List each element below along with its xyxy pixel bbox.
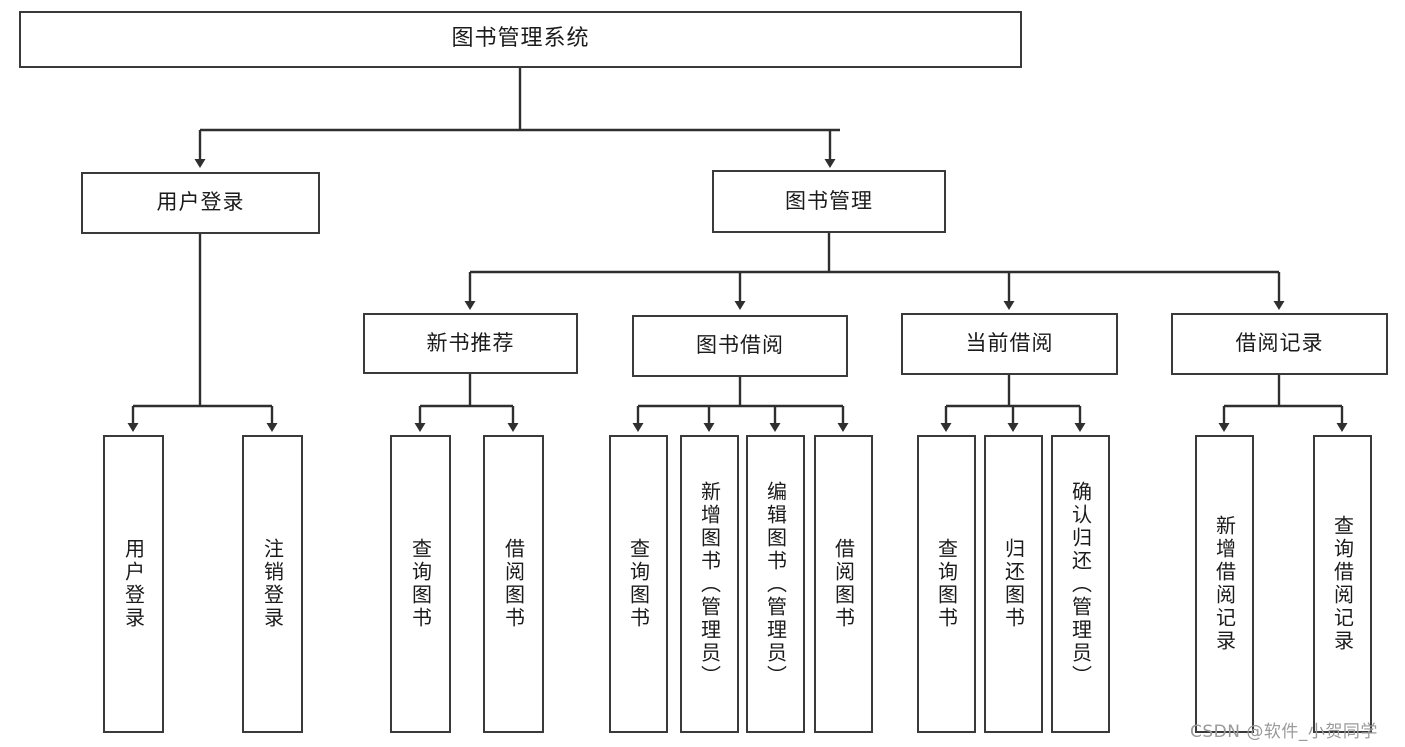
node-label: 编辑图书（管理员） bbox=[763, 480, 788, 688]
leaf-edit-book-admin[interactable]: 编辑图书（管理员） bbox=[746, 435, 805, 733]
node-label: 借阅记录 bbox=[1235, 331, 1324, 356]
leaf-logout[interactable]: 注销登录 bbox=[242, 435, 303, 733]
node-root-system[interactable]: 图书管理系统 bbox=[19, 11, 1022, 68]
csdn-watermark: CSDN @软件_小贺同学 bbox=[1190, 722, 1378, 742]
node-label: 注销登录 bbox=[260, 538, 285, 630]
node-label: 新增图书（管理员） bbox=[697, 480, 722, 688]
node-label: 新书推荐 bbox=[426, 330, 515, 355]
node-label: 确认归还（管理员） bbox=[1068, 480, 1093, 688]
node-current-borrowing[interactable]: 当前借阅 bbox=[901, 313, 1118, 375]
node-label: 图书借阅 bbox=[696, 333, 784, 358]
node-label: 查询图书 bbox=[408, 538, 433, 630]
node-label: 用户登录 bbox=[121, 538, 146, 630]
node-label: 查询借阅记录 bbox=[1330, 515, 1355, 653]
node-book-borrowing[interactable]: 图书借阅 bbox=[632, 315, 848, 377]
leaf-add-borrow-record[interactable]: 新增借阅记录 bbox=[1195, 435, 1254, 733]
leaf-query-books-borrowing[interactable]: 查询图书 bbox=[609, 435, 668, 733]
node-label: 当前借阅 bbox=[965, 331, 1054, 356]
leaf-query-borrow-record[interactable]: 查询借阅记录 bbox=[1313, 435, 1372, 733]
node-label: 查询图书 bbox=[626, 538, 651, 630]
node-label: 图书管理系统 bbox=[451, 26, 590, 52]
leaf-confirm-return-admin[interactable]: 确认归还（管理员） bbox=[1051, 435, 1110, 733]
node-label: 借阅图书 bbox=[501, 538, 526, 630]
node-borrow-records[interactable]: 借阅记录 bbox=[1171, 313, 1388, 375]
node-label: 新增借阅记录 bbox=[1212, 515, 1237, 653]
leaf-add-book-admin[interactable]: 新增图书（管理员） bbox=[680, 435, 739, 733]
node-book-management[interactable]: 图书管理 bbox=[712, 170, 946, 233]
node-user-login[interactable]: 用户登录 bbox=[81, 172, 320, 234]
leaf-return-books[interactable]: 归还图书 bbox=[984, 435, 1043, 733]
leaf-user-login[interactable]: 用户登录 bbox=[103, 435, 164, 733]
node-new-book-recommendation[interactable]: 新书推荐 bbox=[363, 313, 578, 374]
leaf-borrow-books-borrowing[interactable]: 借阅图书 bbox=[814, 435, 873, 733]
node-label: 查询图书 bbox=[934, 538, 959, 630]
node-label: 借阅图书 bbox=[831, 538, 856, 630]
node-label: 用户登录 bbox=[156, 190, 245, 215]
leaf-query-books-recommendation[interactable]: 查询图书 bbox=[390, 435, 451, 733]
node-label: 归还图书 bbox=[1001, 538, 1026, 630]
node-label: 图书管理 bbox=[785, 188, 873, 213]
leaf-query-books-current[interactable]: 查询图书 bbox=[917, 435, 976, 733]
leaf-borrow-books-recommendation[interactable]: 借阅图书 bbox=[483, 435, 544, 733]
